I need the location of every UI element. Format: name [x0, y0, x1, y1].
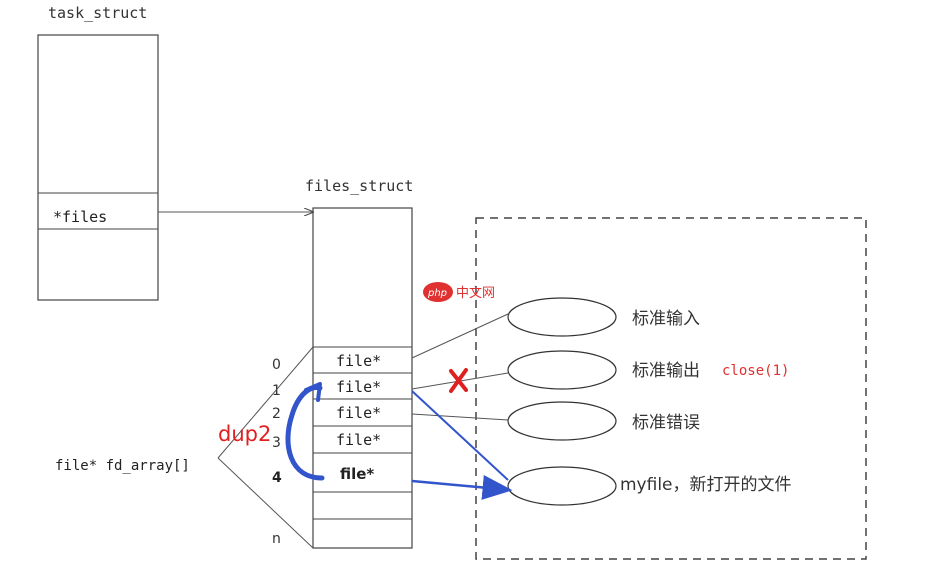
file-object-stderr	[507, 401, 617, 441]
pointer-fd0	[411, 313, 509, 359]
file-object-myfile	[507, 466, 617, 506]
files-struct-box	[312, 207, 413, 549]
fd-index-3: 3	[272, 435, 281, 451]
file-objects-region	[475, 217, 867, 560]
fd-index-2: 2	[272, 406, 281, 422]
pointer-fd4	[411, 475, 513, 500]
fd-array-dividers	[313, 346, 412, 520]
svg-text:中文网: 中文网	[456, 286, 495, 301]
fd-slot-3: file*	[336, 431, 381, 449]
fd-slot-0: file*	[336, 352, 381, 370]
fd-slot-1: file*	[336, 378, 381, 396]
dup2-arrowhead-icon	[304, 382, 322, 402]
svg-text:php: php	[427, 288, 447, 299]
cross-mark-icon	[449, 368, 468, 393]
task-struct-box	[37, 34, 159, 301]
fd-index-1: 1	[272, 383, 281, 399]
file-label-stdin: 标准输入	[632, 309, 700, 329]
pointer-fd2	[411, 413, 509, 421]
close-note: close(1)	[722, 363, 789, 379]
watermark: php 中文网	[423, 282, 495, 302]
dup2-label: dup2	[218, 422, 271, 446]
file-label-stderr: 标准错误	[632, 413, 700, 433]
pointer-fd1-new	[411, 390, 509, 481]
fd-slot-2: file*	[336, 404, 381, 422]
files-struct-title: files_struct	[305, 177, 413, 195]
fd-slot-4: file*	[340, 465, 374, 483]
task-struct-title: task_struct	[48, 4, 147, 22]
fd-array-label: file* fd_array[]	[55, 458, 190, 474]
file-object-stdin	[507, 297, 617, 337]
task-struct-files-field: *files	[53, 208, 107, 226]
file-object-stdout	[507, 350, 617, 390]
fd-index-n: n	[272, 531, 281, 547]
file-label-stdout: 标准输出	[632, 361, 700, 381]
fd-array-brace	[217, 346, 314, 549]
fd-index-4: 4	[272, 470, 282, 486]
fd-index-0: 0	[272, 357, 281, 373]
file-label-myfile: myfile，新打开的文件	[620, 475, 792, 495]
